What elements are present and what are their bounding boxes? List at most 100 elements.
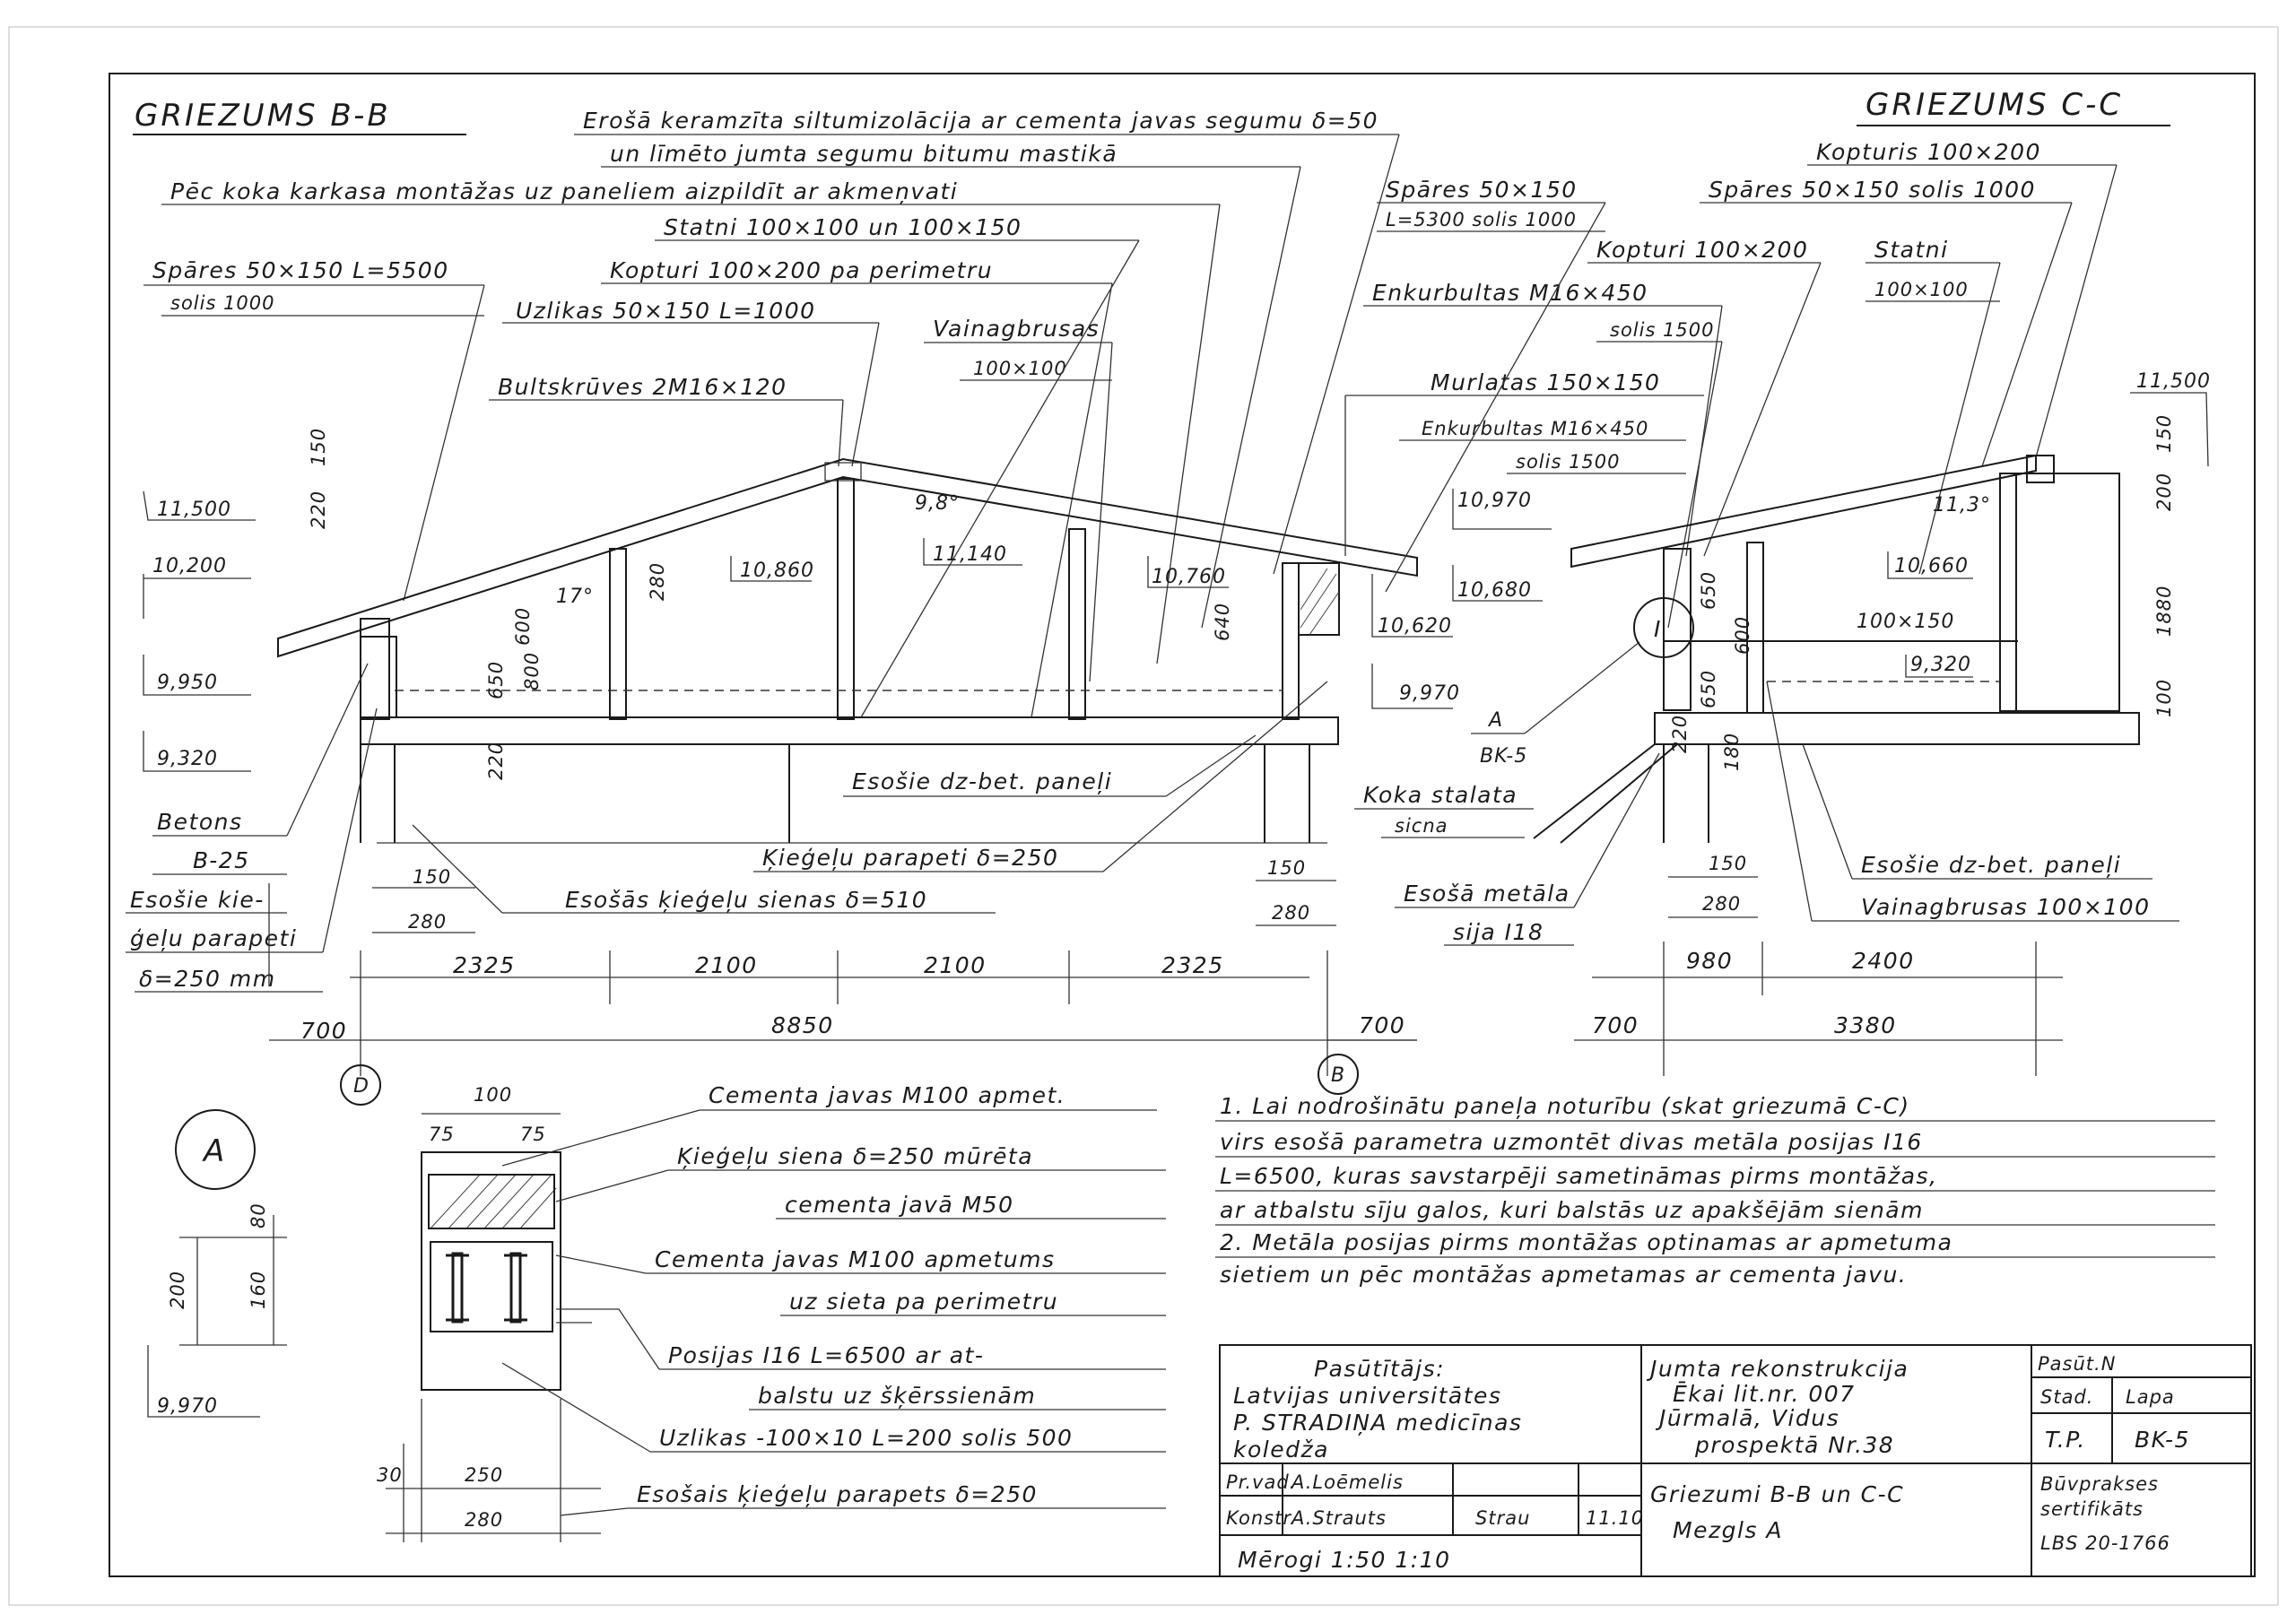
dim-cc-150-bot: 150 [1709, 853, 1747, 874]
dim-700-left: 700 [300, 1018, 347, 1044]
levels-cc: 10,970 10,680 11,500 10,660 9,320 [1452, 370, 2210, 678]
level-10200: 10,200 [152, 555, 227, 577]
note-cc-metal-1: Esošā metāla [1404, 881, 1570, 907]
note-brick-walls: Esošās ķieģeļu sienas δ=510 [565, 887, 927, 913]
note-posts: Statni 100×100 un 100×150 [664, 214, 1022, 240]
level-9320: 9,320 [157, 748, 218, 770]
project-line-4: prospektā Nr.38 [1694, 1432, 1894, 1458]
note-concrete: Betons [157, 809, 243, 835]
dim-280-bot: 280 [408, 911, 447, 933]
node-a-label: A [202, 1133, 227, 1169]
dim-cc-150: 150 [2153, 414, 2175, 453]
note-cc-rafters-l: Spāres 50×150 [1386, 177, 1578, 203]
dim-700-right: 700 [1359, 1012, 1405, 1038]
node-a-callout-mark: I [1654, 616, 1662, 642]
section-bb-title: GRIEZUMS B-B [135, 98, 391, 134]
dim-8850: 8850 [771, 1012, 834, 1038]
general-note-5: 2. Metāla posijas pirms montāžas optinam… [1220, 1229, 1952, 1255]
node-a-dim-30: 30 [377, 1464, 403, 1486]
dim-cc-220: 220 [1669, 715, 1691, 753]
client-line-1: Latvijas universitātes [1233, 1383, 1501, 1409]
note-cc-panels: Esošie dz-bet. paneļi [1861, 852, 2121, 878]
role-2: Konstr. [1226, 1507, 1297, 1529]
dim-cc-700: 700 [1592, 1012, 1639, 1038]
dim-cc-180: 180 [1721, 733, 1743, 771]
note-cc-rafters-l2: L=5300 solis 1000 [1386, 209, 1577, 230]
cert-line-2: sertifikāts [2040, 1498, 2144, 1520]
node-a-note-6: Posijas I16 L=6500 ar at- [668, 1342, 984, 1368]
dim-220: 220 [485, 742, 507, 780]
note-insulation-1: Erošā keramzīta siltumizolācija ar cemen… [583, 108, 1378, 134]
note-cc-metal-2: sija I18 [1453, 919, 1544, 945]
node-a-note-3: cementa javā M50 [785, 1192, 1013, 1218]
dim-cc-100: 100 [2153, 679, 2175, 717]
cc-sheet-ref: BK-5 [1480, 745, 1527, 768]
note-cc-mauerlat: Murlatas 150×150 [1431, 369, 1660, 395]
section-bb: GRIEZUMS B-B Erošā keramzīta siltumizolā… [126, 98, 1459, 1106]
dim-2100-a: 2100 [695, 952, 758, 978]
node-a-note-5: uz sieta pa perimetru [789, 1289, 1058, 1315]
general-notes: 1. Lai nodrošinātu paneļa noturību (skat… [1215, 1093, 2215, 1288]
note-cc-posts: Statni [1874, 237, 1949, 263]
level-9950: 9,950 [157, 672, 218, 694]
cc-node-ref: A [1487, 709, 1503, 732]
angle-9-8: 9,8° [915, 492, 960, 515]
sheet-header: Lapa [2126, 1386, 2175, 1408]
node-a-dim-75b: 75 [520, 1124, 546, 1145]
note-cc-anchor: Enkurbultas M16×450 [1372, 280, 1648, 306]
node-a-wall [421, 1151, 561, 1391]
axis-b-label: B [1331, 1064, 1345, 1087]
name-2: A.Strauts [1290, 1507, 1387, 1529]
dim-2325-right: 2325 [1161, 952, 1224, 978]
level-11500: 11,500 [157, 499, 231, 521]
node-a-level: 9,970 [157, 1395, 218, 1418]
note-parapet-3: δ=250 mm [139, 966, 276, 992]
note-rafters: Spāres 50×150 L=5500 [152, 257, 449, 283]
angle-11-3: 11,3° [1933, 494, 1991, 516]
note-caps: Kopturi 100×200 pa perimetru [610, 257, 993, 283]
note-cc-frame-2: sicna [1395, 815, 1448, 837]
general-note-4: ar atbalstu sīju galos, kuri balstās uz … [1220, 1197, 1924, 1223]
note-cc-anchor2-step: solis 1500 [1516, 451, 1621, 473]
note-parapet-2: ģeļu parapeti [130, 925, 297, 951]
dim-150-top: 150 [308, 428, 329, 466]
node-a-dim-200: 200 [167, 1271, 188, 1309]
node-a-dim-160: 160 [248, 1271, 269, 1309]
dim-2400: 2400 [1852, 948, 1915, 974]
note-rafters-step: solis 1000 [170, 292, 275, 314]
cert-line-1: Būvprakses [2040, 1473, 2159, 1495]
dim-150-bot: 150 [413, 866, 451, 888]
note-cc-posts-size: 100×100 [1874, 279, 1969, 300]
general-note-3: L=6500, kuras savstarpēji sametināmas pi… [1220, 1163, 1938, 1189]
project-line-1: Jumta rekonstrukcija [1646, 1356, 1909, 1382]
note-braces: Vainagbrusas [933, 316, 1100, 342]
signature-2: Strau [1475, 1507, 1530, 1529]
level-10970: 10,970 [1457, 490, 1532, 512]
dim-2100-b: 2100 [924, 952, 987, 978]
contents-line-1: Griezumi B-B un C-C [1650, 1481, 1904, 1507]
dim-cc-650b: 650 [1698, 670, 1719, 708]
dim-cc-280-bot: 280 [1702, 893, 1741, 915]
general-note-6: sietiem un pēc montāžas apmetamas ar cem… [1220, 1262, 1907, 1288]
dim-150-right: 150 [1267, 857, 1306, 879]
level-cc-9320: 9,320 [1910, 654, 1971, 676]
dim-cc-650: 650 [1698, 571, 1719, 610]
level-10760: 10,760 [1152, 566, 1226, 588]
dim-2325-left: 2325 [453, 952, 516, 978]
stage-label: Pasūt.N [2038, 1353, 2116, 1375]
note-concrete-grade: B-25 [193, 847, 250, 873]
project-line-2: Ēkai lit.nr. 007 [1673, 1381, 1856, 1407]
dim-cc-1880: 1880 [2153, 586, 2175, 637]
note-bolts: Bultskrūves 2M16×120 [498, 374, 787, 400]
note-cc-anchor-step: solis 1500 [1610, 319, 1715, 341]
project-line-3: Jūrmalā, Vidus [1655, 1405, 1839, 1431]
contents-line-2: Mezgls A [1673, 1517, 1783, 1543]
scale: Mērogi 1:50 1:10 [1238, 1547, 1451, 1573]
node-a-callout [1633, 597, 1694, 658]
node-a-note-2: Ķieģeļu siena δ=250 mūrēta [677, 1143, 1033, 1169]
dim-280-right: 280 [1272, 902, 1310, 924]
client-line-2: P. STRADIŅA medicīnas [1233, 1410, 1522, 1436]
general-note-1: 1. Lai nodrošinātu paneļa noturību (skat… [1220, 1093, 1910, 1119]
sheet-frame [109, 73, 2256, 1577]
